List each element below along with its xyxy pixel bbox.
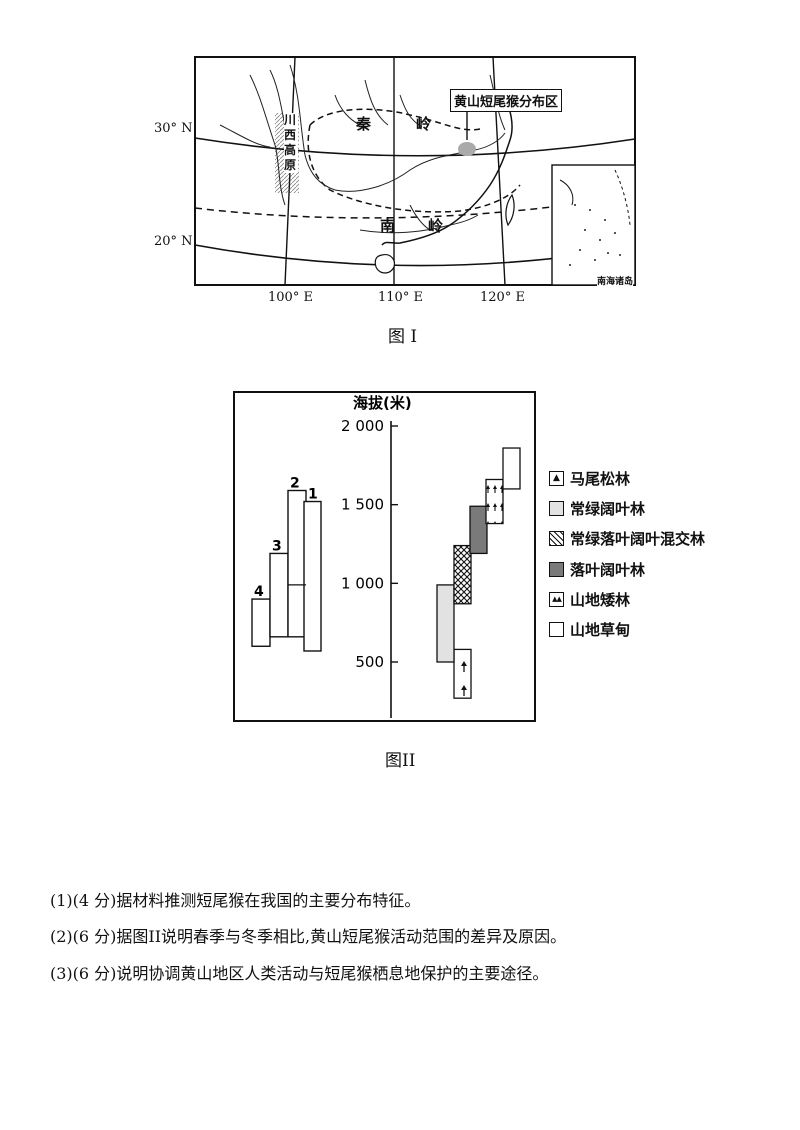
lat-30n-line: [194, 137, 636, 157]
axis-title: 海拔(米): [353, 394, 412, 412]
label-chuanxi: 川西高原: [284, 113, 298, 173]
callout-label: 黄山短尾猴分布区: [454, 95, 559, 110]
question-2: (2)(6 分)据图II说明春季与冬季相比,黄山短尾猴活动范围的差异及原因。: [50, 927, 567, 946]
inset-label: 南海诸岛: [597, 274, 634, 287]
qinling-dashed: [309, 108, 481, 131]
season-range-bar: [303, 500, 322, 652]
lat-label-30n: 30° N: [154, 121, 193, 136]
light-gray-swatch: [549, 500, 564, 516]
lon-label-120e: 120° E: [480, 290, 525, 305]
zone-bar-meadow: [502, 447, 521, 490]
crosshatch-swatch: [549, 530, 564, 546]
south-china-sea-inset: [551, 164, 636, 286]
legend-label-dwarf: 山地矮林: [570, 590, 631, 609]
question-3: (3)(6 分)说明协调黄山地区人类活动与短尾猴栖息地保护的主要途径。: [50, 964, 549, 983]
season-range-bar: [287, 489, 307, 638]
dashed-line-south: [194, 194, 636, 219]
zone-bar-pine: [453, 648, 472, 699]
legend-item-meadow: 山地草甸: [549, 618, 630, 640]
huangshan-habitat-marker: [458, 142, 476, 156]
zone-bar-deciduous: [469, 505, 488, 555]
dwarf-icon: ▲▲: [549, 591, 564, 607]
callout-box: 黄山短尾猴分布区: [450, 89, 563, 112]
figure-2-caption: 图II: [385, 751, 416, 771]
legend-label-pine: 马尾松林: [570, 469, 631, 488]
map-svg: [194, 56, 636, 286]
legend-item-evergreen: 常绿阔叶林: [549, 497, 645, 519]
season-number-label: 3: [272, 538, 282, 554]
legend-label-deciduous: 落叶阔叶林: [570, 560, 646, 579]
question-1: (1)(4 分)据材料推测短尾猴在我国的主要分布特征。: [50, 891, 421, 910]
zone-bar-mixed: [453, 544, 472, 605]
hainan-island: [374, 254, 395, 274]
y-tick-label: 1 500: [341, 496, 384, 514]
inset-islands: [569, 204, 621, 266]
season-range-bar: [251, 598, 271, 647]
label-ling-1: 岭: [416, 115, 432, 133]
dark-gray-swatch: [549, 561, 564, 577]
legend-label-evergreen: 常绿阔叶林: [570, 499, 646, 518]
season-range-bar: [269, 552, 289, 638]
elevation-chart-svg: 海拔(米) 2 000 1 500 1 000 500 4 3 21: [251, 394, 521, 718]
pine-icon: ▲: [549, 470, 564, 486]
season-number-label: 4: [254, 584, 264, 600]
lon-label-110e: 110° E: [378, 290, 423, 305]
figure-1-map: 黄山短尾猴分布区 秦 岭 南 岭 川西高原 南海诸岛: [160, 55, 640, 305]
label-nan: 南: [380, 217, 396, 235]
legend-item-mixed: 常绿落叶阔叶混交林: [549, 527, 705, 549]
legend-item-pine: ▲ 马尾松林: [549, 467, 630, 489]
legend-label-meadow: 山地草甸: [570, 620, 631, 639]
taiwan-island: [505, 193, 515, 227]
legend-item-deciduous: 落叶阔叶林: [549, 558, 645, 580]
y-tick-label: 1 000: [341, 574, 384, 592]
coastline: [381, 94, 513, 246]
y-tick-label: 500: [355, 653, 384, 671]
figure-1-caption: 图 I: [388, 327, 418, 347]
label-ling-2: 岭: [428, 217, 444, 235]
legend-item-dwarf: ▲▲ 山地矮林: [549, 588, 630, 610]
lon-label-100e: 100° E: [268, 290, 313, 305]
y-tick-label: 2 000: [341, 417, 384, 435]
zone-bar-dwarf: [485, 478, 504, 525]
season-number-label: 2: [290, 476, 300, 492]
lat-label-20n: 20° N: [154, 234, 193, 249]
label-qin: 秦: [356, 115, 372, 133]
season-number-label: 1: [308, 487, 318, 503]
legend-label-mixed: 常绿落叶阔叶混交林: [570, 529, 706, 548]
nanling-dashed: [307, 124, 521, 213]
figure-2-frame: [233, 391, 536, 722]
zone-bar-evergreen: [436, 584, 455, 663]
white-swatch: [549, 621, 564, 637]
legend: ▲ 马尾松林 常绿阔叶林 常绿落叶阔叶混交林 落叶阔叶林 ▲▲ 山地矮林 山地草…: [549, 467, 749, 647]
